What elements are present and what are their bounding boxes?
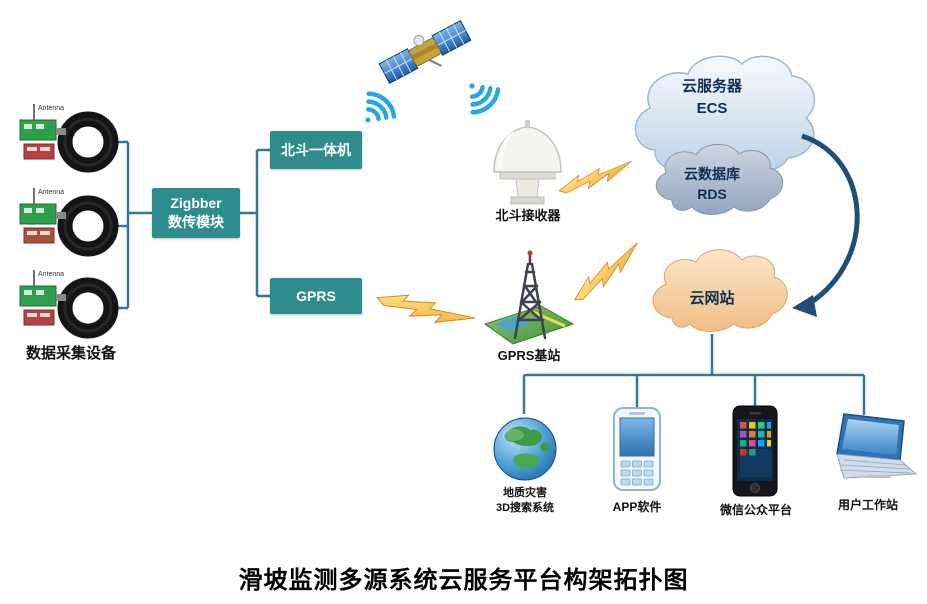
bolt-gprs-to-station-icon <box>374 287 478 333</box>
cloud-server-sub: ECS <box>696 99 728 117</box>
user-workstation-label: 用户工作站 <box>837 498 898 512</box>
wifi-signal-downlink-icon <box>469 83 501 115</box>
cloud-database-label: 云数据库 RDS <box>650 164 774 205</box>
globe-icon <box>493 417 557 481</box>
gis-system-label-line1: 地质灾害 <box>503 487 547 499</box>
gis-system-label: 地质灾害 3D搜索系统 <box>482 486 568 516</box>
cloud-website-label: 云网站 <box>689 290 735 307</box>
app-phone-icon <box>613 407 661 491</box>
gprs-station-icon <box>483 250 575 345</box>
wifi-signal-uplink-icon <box>365 91 397 123</box>
bolt-receiver-to-cloud-icon <box>556 156 636 199</box>
beidou-modem-box: 北斗一体机 <box>270 131 362 169</box>
diagram-title: 滑坡监测多源系统云服务平台构架拓扑图 <box>238 567 689 594</box>
wechat-phone-icon <box>732 405 778 497</box>
antenna-label: Antenna <box>38 105 64 112</box>
antenna-label: Antenna <box>38 271 64 278</box>
satellite-icon <box>378 20 472 84</box>
cloud-server-label: 云服务器 ECS <box>650 76 774 120</box>
gprs-label: GPRS <box>296 287 336 304</box>
gprs-station-label: GPRS基站 <box>497 348 561 363</box>
zigbee-module-label-line2: 数传模块 <box>168 214 224 230</box>
cloud-database-shape <box>655 143 784 215</box>
beidou-receiver-icon <box>493 120 562 205</box>
antenna-label: Antenna <box>38 189 64 196</box>
gprs-box: GPRS <box>270 278 362 314</box>
cloud-website-shape <box>652 249 788 332</box>
beidou-modem-label: 北斗一体机 <box>281 141 351 158</box>
sensor-device-3: Antenna <box>19 270 119 339</box>
lightning-bolts <box>374 156 646 333</box>
wechat-platform-label: 微信公众平台 <box>719 503 792 517</box>
connector-lines <box>114 140 866 415</box>
zigbee-module-label-line1: Zigbber <box>170 195 222 212</box>
gis-system-label-line2: 3D搜索系统 <box>495 501 555 514</box>
beidou-receiver-label: 北斗接收器 <box>495 208 561 223</box>
workstation-laptop-icon <box>836 413 918 479</box>
bolt-station-to-cloud-icon <box>568 238 646 307</box>
sensor-device-2: Antenna <box>19 188 119 257</box>
cloud-database-sub: RDS <box>697 186 727 203</box>
flow-arrow <box>792 133 860 317</box>
data-collection-devices-label: 数据采集设备 <box>25 345 116 362</box>
zigbee-module-box: Zigbber 数传模块 <box>152 188 240 238</box>
cloud-server-name: 云服务器 <box>681 78 742 95</box>
sensor-device-1: Antenna <box>19 104 119 173</box>
app-software-label: APP软件 <box>612 500 662 514</box>
cloud-database-name: 云数据库 <box>684 166 740 182</box>
